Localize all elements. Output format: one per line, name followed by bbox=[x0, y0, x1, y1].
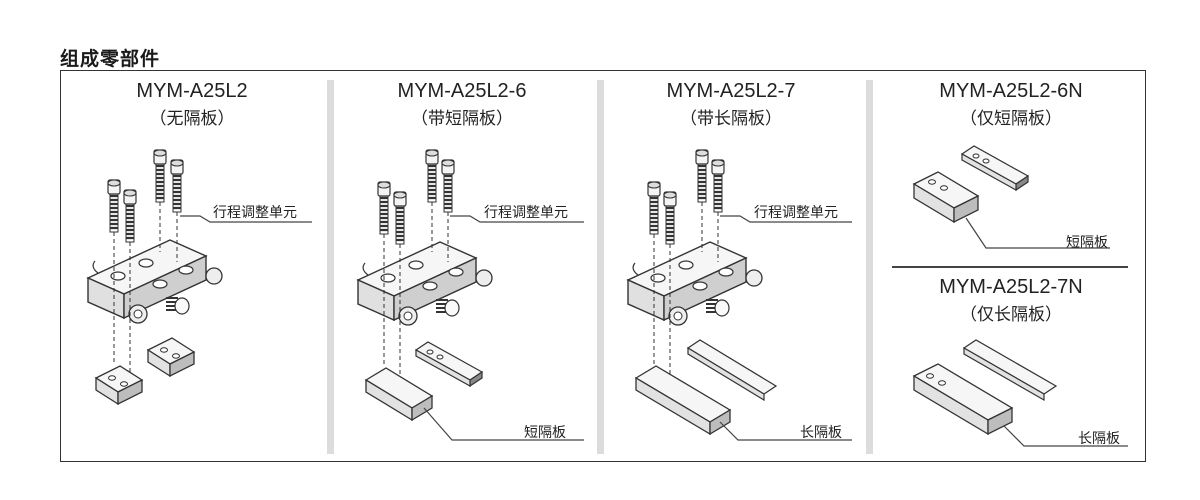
panel-1-illustration bbox=[87, 148, 312, 405]
panel-2-screw-icon bbox=[440, 158, 456, 214]
panel-2-screw-icon bbox=[424, 148, 440, 204]
panel-5-illustration bbox=[912, 339, 1128, 447]
panel-3-subtitle: （带长隔板） bbox=[680, 109, 782, 129]
panel-1-unit-icon bbox=[87, 239, 223, 324]
panel-2-unit-label: 行程调整单元 bbox=[484, 205, 568, 221]
panel-2-subtitle: （带短隔板） bbox=[411, 109, 513, 129]
panel-1-screw-icon bbox=[106, 178, 122, 234]
panel-divider-1 bbox=[327, 80, 334, 454]
panel-3-plate-label: 长隔板 bbox=[800, 425, 842, 441]
section-heading: 组成零部件 bbox=[60, 48, 161, 70]
panel-3-unit-icon bbox=[627, 241, 763, 326]
panel-4-thin-plate-icon bbox=[961, 145, 1029, 191]
panel-4-model: MYM-A25L2-6N bbox=[939, 80, 1083, 102]
components-frame bbox=[60, 70, 1146, 462]
panel-5-plate-label: 长隔板 bbox=[1078, 431, 1120, 447]
panel-3-model: MYM-A25L2-7 bbox=[666, 80, 796, 102]
panel-2-illustration bbox=[357, 148, 584, 441]
panel-5-model: MYM-A25L2-7N bbox=[939, 276, 1083, 298]
panel-1-model: MYM-A25L2 bbox=[136, 80, 248, 102]
panel-1-screw-icon bbox=[169, 158, 185, 214]
panel-1-short-plate-icon bbox=[95, 365, 143, 405]
panel-4-subtitle: （仅短隔板） bbox=[960, 109, 1062, 129]
panel-1-screw-icon bbox=[152, 148, 168, 204]
panel-2-plate-label: 短隔板 bbox=[524, 425, 566, 441]
panel-divider-horizontal bbox=[892, 266, 1128, 268]
panel-2-model: MYM-A25L2-6 bbox=[397, 80, 527, 102]
panel-1-subtitle: （无隔板） bbox=[149, 109, 235, 129]
panel-3-screw-icon bbox=[662, 190, 678, 246]
panel-3-unit-label: 行程调整单元 bbox=[754, 205, 838, 221]
panel-3-illustration bbox=[627, 148, 852, 441]
panel-1-unit-label: 行程调整单元 bbox=[213, 205, 297, 221]
panel-4-plate-label: 短隔板 bbox=[1066, 235, 1108, 251]
panel-3-screw-icon bbox=[694, 148, 710, 204]
panel-1-screw-icon bbox=[122, 188, 138, 244]
panel-2-thin-plate-icon bbox=[415, 341, 483, 387]
panel-1-short-plate-icon bbox=[147, 337, 195, 377]
panel-2-unit-icon bbox=[357, 241, 493, 326]
panel-5-subtitle: （仅长隔板） bbox=[960, 305, 1062, 325]
panel-3-screw-icon bbox=[646, 180, 662, 236]
panel-divider-3 bbox=[866, 80, 873, 454]
panel-divider-2 bbox=[597, 80, 604, 454]
panel-4-illustration bbox=[912, 145, 1110, 249]
panel-3-screw-icon bbox=[710, 158, 726, 214]
panel-2-screw-icon bbox=[376, 180, 392, 236]
panel-2-screw-icon bbox=[392, 190, 408, 246]
